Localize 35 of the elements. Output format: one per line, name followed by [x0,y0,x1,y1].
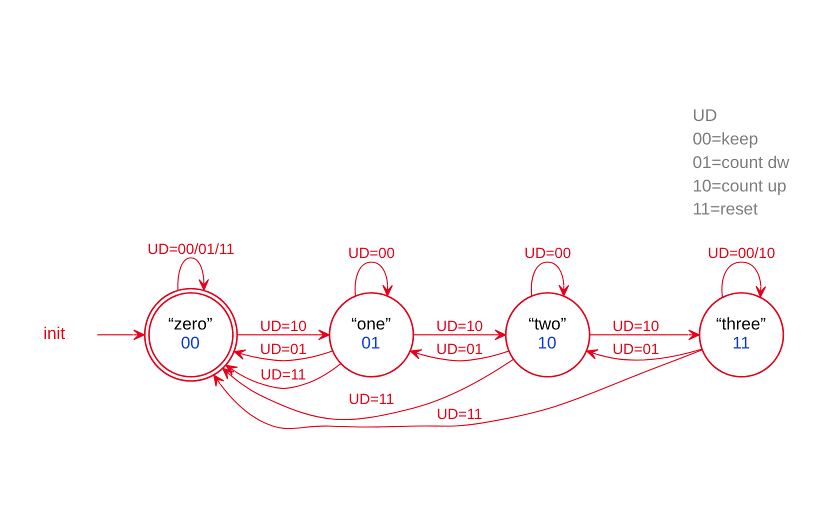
arrow [177,256,210,290]
label: 00=keep [692,129,758,148]
edge-label: UD=00 [348,246,395,262]
node-circle: “one” 01 [328,292,414,378]
arrow [590,329,700,340]
edge-label: UD=01 [260,342,307,358]
edge-label: UD=10 [436,318,483,334]
arrow [237,329,330,340]
edge-label: UD=10 [260,318,307,334]
edge-label: UD=01 [436,342,483,358]
edge-label: UD=10 [612,318,660,334]
edge-label: UD=00 [524,246,572,262]
arrow [97,329,145,340]
arrow [354,261,393,296]
arrow [213,348,702,429]
arrow [222,358,514,420]
arrow [530,261,570,296]
label: 10=count up [692,176,786,195]
node-circle: “two” 10 [504,292,590,378]
edge-label: UD=11 [348,392,394,408]
edge-label: UD=11 [260,367,306,384]
edge-label: UD=01 [612,342,660,358]
label: 01=count dw [692,152,790,172]
node-text: init [43,323,66,342]
edge-label: UD=11 [436,406,482,422]
arrow [721,261,766,298]
arrow [234,349,333,361]
arrow [410,348,510,361]
arrow [414,329,506,340]
edge-label: UD=00/01/11 [147,241,234,258]
arrow [586,348,702,360]
edge-label: UD=00/10 [708,246,776,262]
node-circle: “three” 11 [698,292,784,378]
label: UD [692,106,718,125]
label: 11=reset [692,199,758,218]
